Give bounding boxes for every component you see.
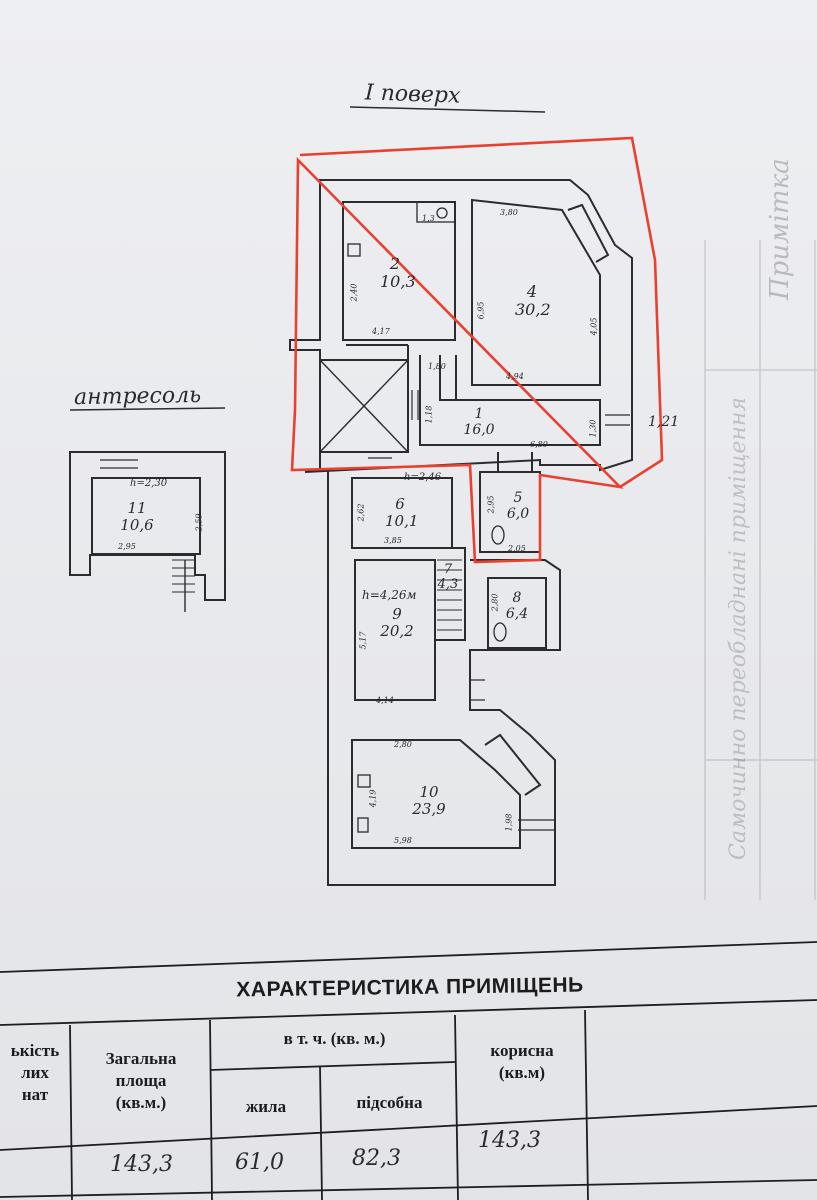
cell-total-area: 143,3 bbox=[110, 1152, 173, 1177]
dim-label: 2,05 bbox=[508, 544, 526, 553]
col-useful-header: корисна(кв.м) bbox=[490, 1041, 554, 1082]
dim-label: 2,80 bbox=[394, 740, 412, 749]
height-room-9: h=4,26м bbox=[362, 588, 417, 602]
margin-stamp-note: Примітка bbox=[765, 158, 795, 301]
dim-label: 6,80 bbox=[530, 440, 548, 449]
dim-label: 1,80 bbox=[428, 362, 446, 371]
dim-label: 4,94 bbox=[506, 372, 524, 381]
col-including-header: в т. ч. (кв. м.) bbox=[283, 1029, 386, 1048]
dim-label: 4,17 bbox=[372, 327, 390, 336]
cell-living-area: 61,0 bbox=[235, 1150, 284, 1175]
dim-label: 1,21 bbox=[648, 414, 680, 430]
height-room-6: h=2,46 bbox=[404, 472, 442, 483]
dim-label: 1,3 bbox=[422, 214, 435, 223]
col-aux-header: підсобна bbox=[356, 1093, 423, 1112]
col-living-header: жила bbox=[245, 1097, 287, 1116]
height-mezzanine: h=2,30 bbox=[130, 478, 168, 489]
dim-label: 5,98 bbox=[394, 836, 412, 845]
dim-label: 2,95 bbox=[118, 542, 136, 551]
highlight-outline bbox=[290, 136, 664, 564]
cell-useful-area: 143,3 bbox=[478, 1128, 541, 1153]
cell-aux-area: 82,3 bbox=[352, 1146, 401, 1171]
dim-label: 3,85 bbox=[384, 536, 402, 545]
dim-label: 4,14 bbox=[376, 696, 394, 705]
margin-stamp-text: Самочинно переобладнані приміщення bbox=[726, 397, 751, 860]
dim-label: 3,80 bbox=[500, 208, 518, 217]
